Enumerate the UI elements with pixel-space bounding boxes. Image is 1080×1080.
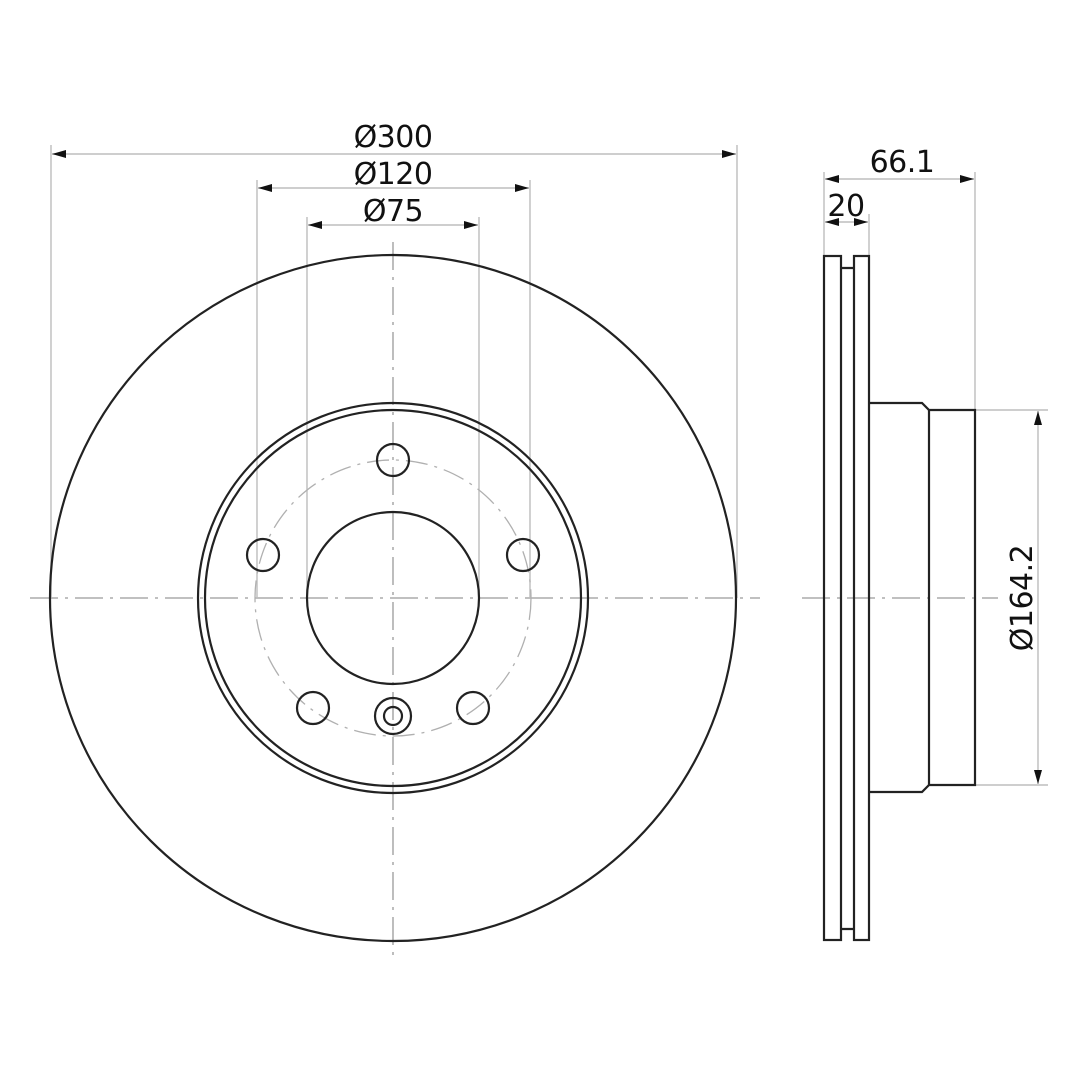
bolt-circle	[254, 459, 532, 737]
bolt-hole-upper-right	[505, 537, 541, 573]
front-view: Ø300 Ø120 Ø75	[30, 120, 760, 955]
dimension-label-120: Ø120	[354, 157, 433, 192]
outer-friction-plate	[822, 254, 843, 942]
bolt-hole-upper-left	[245, 537, 281, 573]
dimension-label-75: Ø75	[363, 194, 423, 229]
hub-inner-ring	[203, 408, 583, 788]
outer-disc-edge	[48, 253, 738, 943]
bolt-hole-top	[375, 442, 411, 478]
side-view: 66.1 20 Ø164.2	[802, 145, 1048, 942]
bolt-hole-lower-left	[295, 690, 331, 726]
cooling-vanes	[841, 266, 854, 931]
hub-outer-ring	[196, 401, 590, 795]
locating-hole-inner	[382, 705, 404, 727]
hat-section	[869, 401, 977, 794]
dimension-label-20: 20	[827, 189, 864, 224]
locating-hole-outer	[373, 696, 413, 736]
dimension-label-300: Ø300	[354, 120, 433, 155]
dimension-label-661: 66.1	[870, 145, 935, 180]
dimension-label-1642: Ø164.2	[1005, 545, 1040, 652]
bolt-hole-lower-right	[455, 690, 491, 726]
inner-friction-plate	[852, 254, 871, 942]
center-bore	[305, 510, 481, 686]
